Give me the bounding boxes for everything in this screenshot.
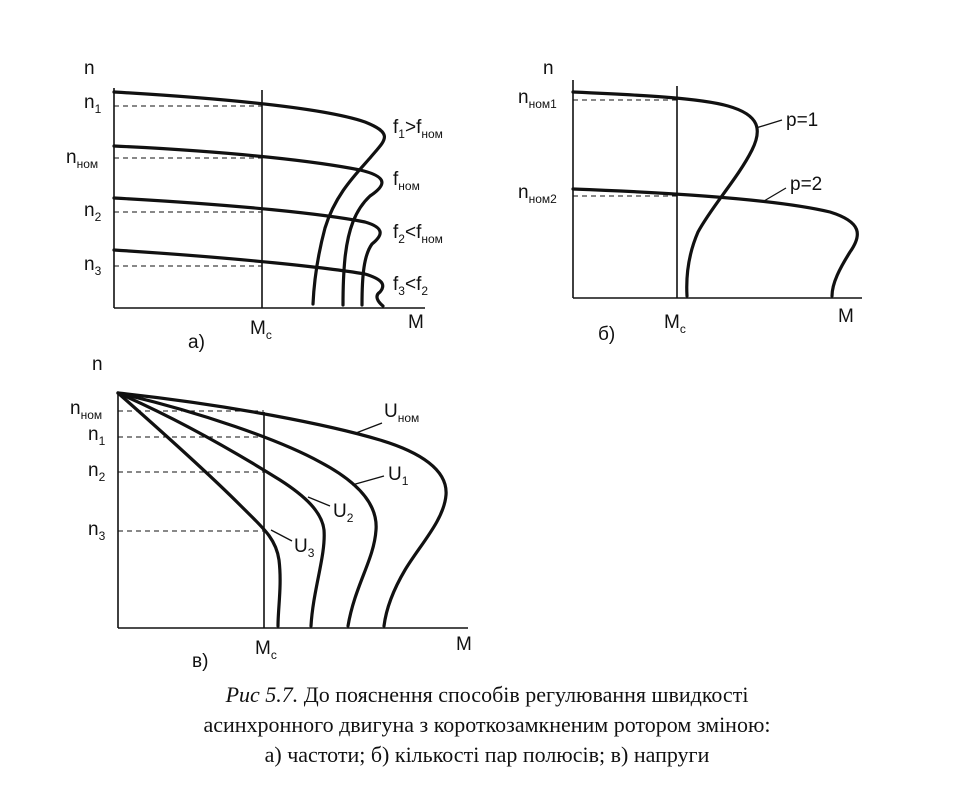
panel-c-mc-label: Mc: [255, 638, 277, 662]
panel-c-curve-u1: [116, 391, 378, 628]
panel-b-p2-label: p=2: [790, 174, 822, 195]
panel-a-curve-fnom: [112, 144, 384, 307]
panel-a-f1-label: f1>fном: [393, 117, 443, 141]
figure-caption: Рис 5.7. До пояснення способів регулюван…: [0, 680, 974, 770]
panel-b-p2-leader: [763, 187, 787, 202]
panel-a-fnom-label: fном: [393, 169, 420, 193]
panel-b-y-label: n: [543, 58, 554, 79]
panel-c-u2-label: U2: [333, 501, 354, 525]
caption-line-2: асинхронного двигуна з короткозамкненим …: [203, 712, 771, 737]
panel-c-u1-leader: [351, 475, 385, 486]
panel-b-p1-label: p=1: [786, 110, 818, 131]
panel-c-u3-leader: [270, 529, 293, 542]
panel-b-nnom1-label: nном1: [518, 87, 557, 111]
panel-b-p1-leader: [755, 119, 783, 129]
panel-c-u3-label: U3: [294, 536, 315, 560]
panel-c-n1-label: n1: [88, 424, 106, 448]
caption-label: Рис 5.7.: [225, 682, 299, 707]
panel-a: n M Mc а) n1 nном n2 n3 f1>fном fном f2<…: [66, 58, 443, 353]
panel-c-u2-leader: [307, 496, 331, 507]
panel-c-x-label: M: [456, 634, 472, 655]
panel-a-curve-f1: [112, 90, 386, 306]
panel-a-f2-label: f2<fном: [393, 222, 443, 246]
panel-a-nnom-label: nном: [66, 147, 98, 171]
panel-a-curve-f2: [112, 196, 382, 307]
panel-b-nnom2-label: nном2: [518, 182, 557, 206]
panel-c-y-label: n: [92, 354, 103, 375]
panel-a-n1-label: n1: [84, 92, 102, 116]
panel-b-mc-label: Mc: [664, 312, 686, 336]
panel-b-x-label: M: [838, 306, 854, 327]
panel-c-curve-unom: [116, 391, 448, 628]
panel-a-n3-label: n3: [84, 254, 102, 278]
panel-a-f3-label: f3<f2: [393, 274, 428, 298]
caption-line-1-text: До пояснення способів регулювання швидко…: [303, 682, 749, 707]
panel-b: n M Mc б) nном1 nном2 p=1 p=2: [518, 58, 862, 345]
panel-c-unom-label: Uном: [384, 401, 419, 425]
panel-c-nnom-label: nном: [70, 398, 102, 422]
panel-b-curve-p1: [571, 90, 759, 298]
panel-c: n M Mc в) nном n1 n2 n3 Uном U1 U2 U3: [70, 354, 472, 672]
panel-a-x-label: M: [408, 312, 424, 333]
panel-c-curve-u3: [116, 391, 282, 628]
panel-c-letter: в): [192, 651, 208, 672]
panel-a-mc-label: Mc: [250, 318, 272, 342]
figure-canvas: n M Mc а) n1 nном n2 n3 f1>fном fном f2<…: [66, 58, 862, 672]
panel-c-unom-leader: [355, 422, 383, 434]
caption-line-1: Рис 5.7. До пояснення способів регулюван…: [0, 680, 974, 710]
panel-a-n2-label: n2: [84, 200, 102, 224]
panel-c-u1-label: U1: [388, 464, 409, 488]
caption-line-3: а) частоти; б) кількості пар полюсів; в)…: [264, 742, 710, 767]
panel-a-curve-f3: [112, 248, 385, 308]
panel-c-n2-label: n2: [88, 460, 106, 484]
panel-a-letter: а): [188, 332, 205, 353]
panel-c-n3-label: n3: [88, 519, 106, 543]
panel-a-y-label: n: [84, 58, 95, 79]
panel-c-curve-u2: [116, 391, 326, 628]
panel-b-letter: б): [598, 324, 615, 345]
panel-b-curve-p2: [571, 187, 859, 298]
